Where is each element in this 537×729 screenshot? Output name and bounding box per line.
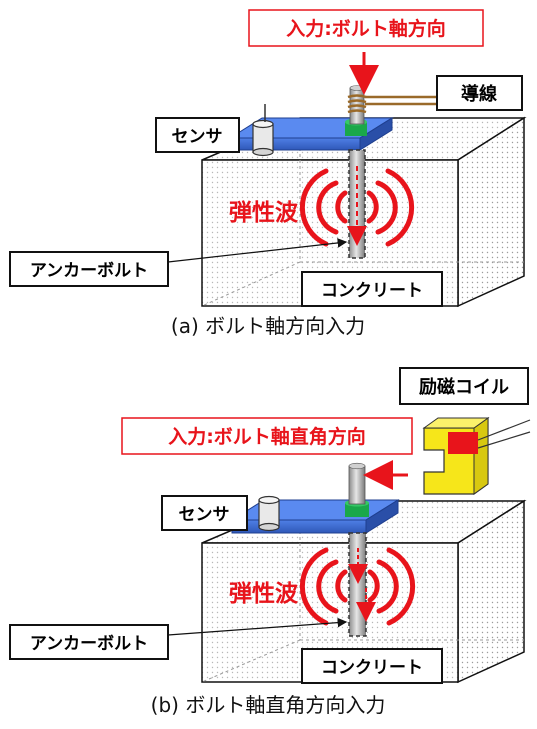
input-label-box-b: 入力:ボルト軸直角方向	[121, 417, 413, 455]
sensor-label-box-a: センサ	[155, 117, 240, 153]
excitation-coil	[422, 416, 531, 495]
coil-a	[347, 94, 367, 114]
bolt-label-a: アンカーボルト	[30, 261, 148, 281]
concrete-label-box-a: コンクリート	[301, 271, 443, 307]
bolt-label-b: アンカーボルト	[30, 634, 148, 654]
sensor-label-box-b: センサ	[161, 495, 248, 531]
caption-a: (a) ボルト軸方向入力	[171, 314, 365, 338]
base-plate-b	[230, 499, 400, 534]
bolt-pointer-b	[167, 617, 348, 636]
wave-arcs-b	[299, 547, 416, 626]
concrete-label-a: コンクリート	[321, 281, 423, 301]
panel-b: 励磁コイル 入力:ボルト軸直角方向 センサ 弾性波 アンカーボルト コンクリート…	[9, 367, 531, 717]
wire-label-box-a: 導線	[436, 75, 523, 111]
concrete-label-box-b: コンクリート	[301, 648, 443, 684]
input-label-a: 入力:ボルト軸方向	[286, 17, 446, 40]
sensor-b	[258, 495, 280, 532]
wave-label-b: 弾性波	[229, 580, 299, 607]
input-label-b: 入力:ボルト軸直角方向	[168, 425, 366, 448]
input-label-box-a: 入力:ボルト軸方向	[248, 9, 484, 47]
sensor-a	[252, 104, 274, 157]
wires-a	[365, 95, 436, 106]
concrete-label-b: コンクリート	[321, 658, 423, 678]
sensor-label-a: センサ	[172, 127, 223, 147]
wave-label-a: 弾性波	[229, 199, 299, 226]
bolt-upper-b	[348, 462, 366, 505]
bolt-embedded-a	[347, 149, 367, 259]
coil-label-box: 励磁コイル	[399, 367, 529, 405]
bolt-embedded-b	[348, 532, 376, 637]
wire-label: 導線	[461, 83, 497, 105]
coil-label: 励磁コイル	[419, 376, 509, 398]
wave-arcs-a	[299, 168, 415, 247]
bolt-pointer-a	[167, 238, 348, 263]
bolt-label-box-a: アンカーボルト	[9, 251, 169, 287]
panel-a: 入力:ボルト軸方向 導線 センサ 弾性波 アンカーボルト コンクリート (a) …	[9, 9, 527, 338]
caption-b: (b) ボルト軸直角方向入力	[151, 693, 386, 717]
bolt-label-box-b: アンカーボルト	[9, 624, 169, 660]
sensor-label-b: センサ	[179, 505, 230, 525]
